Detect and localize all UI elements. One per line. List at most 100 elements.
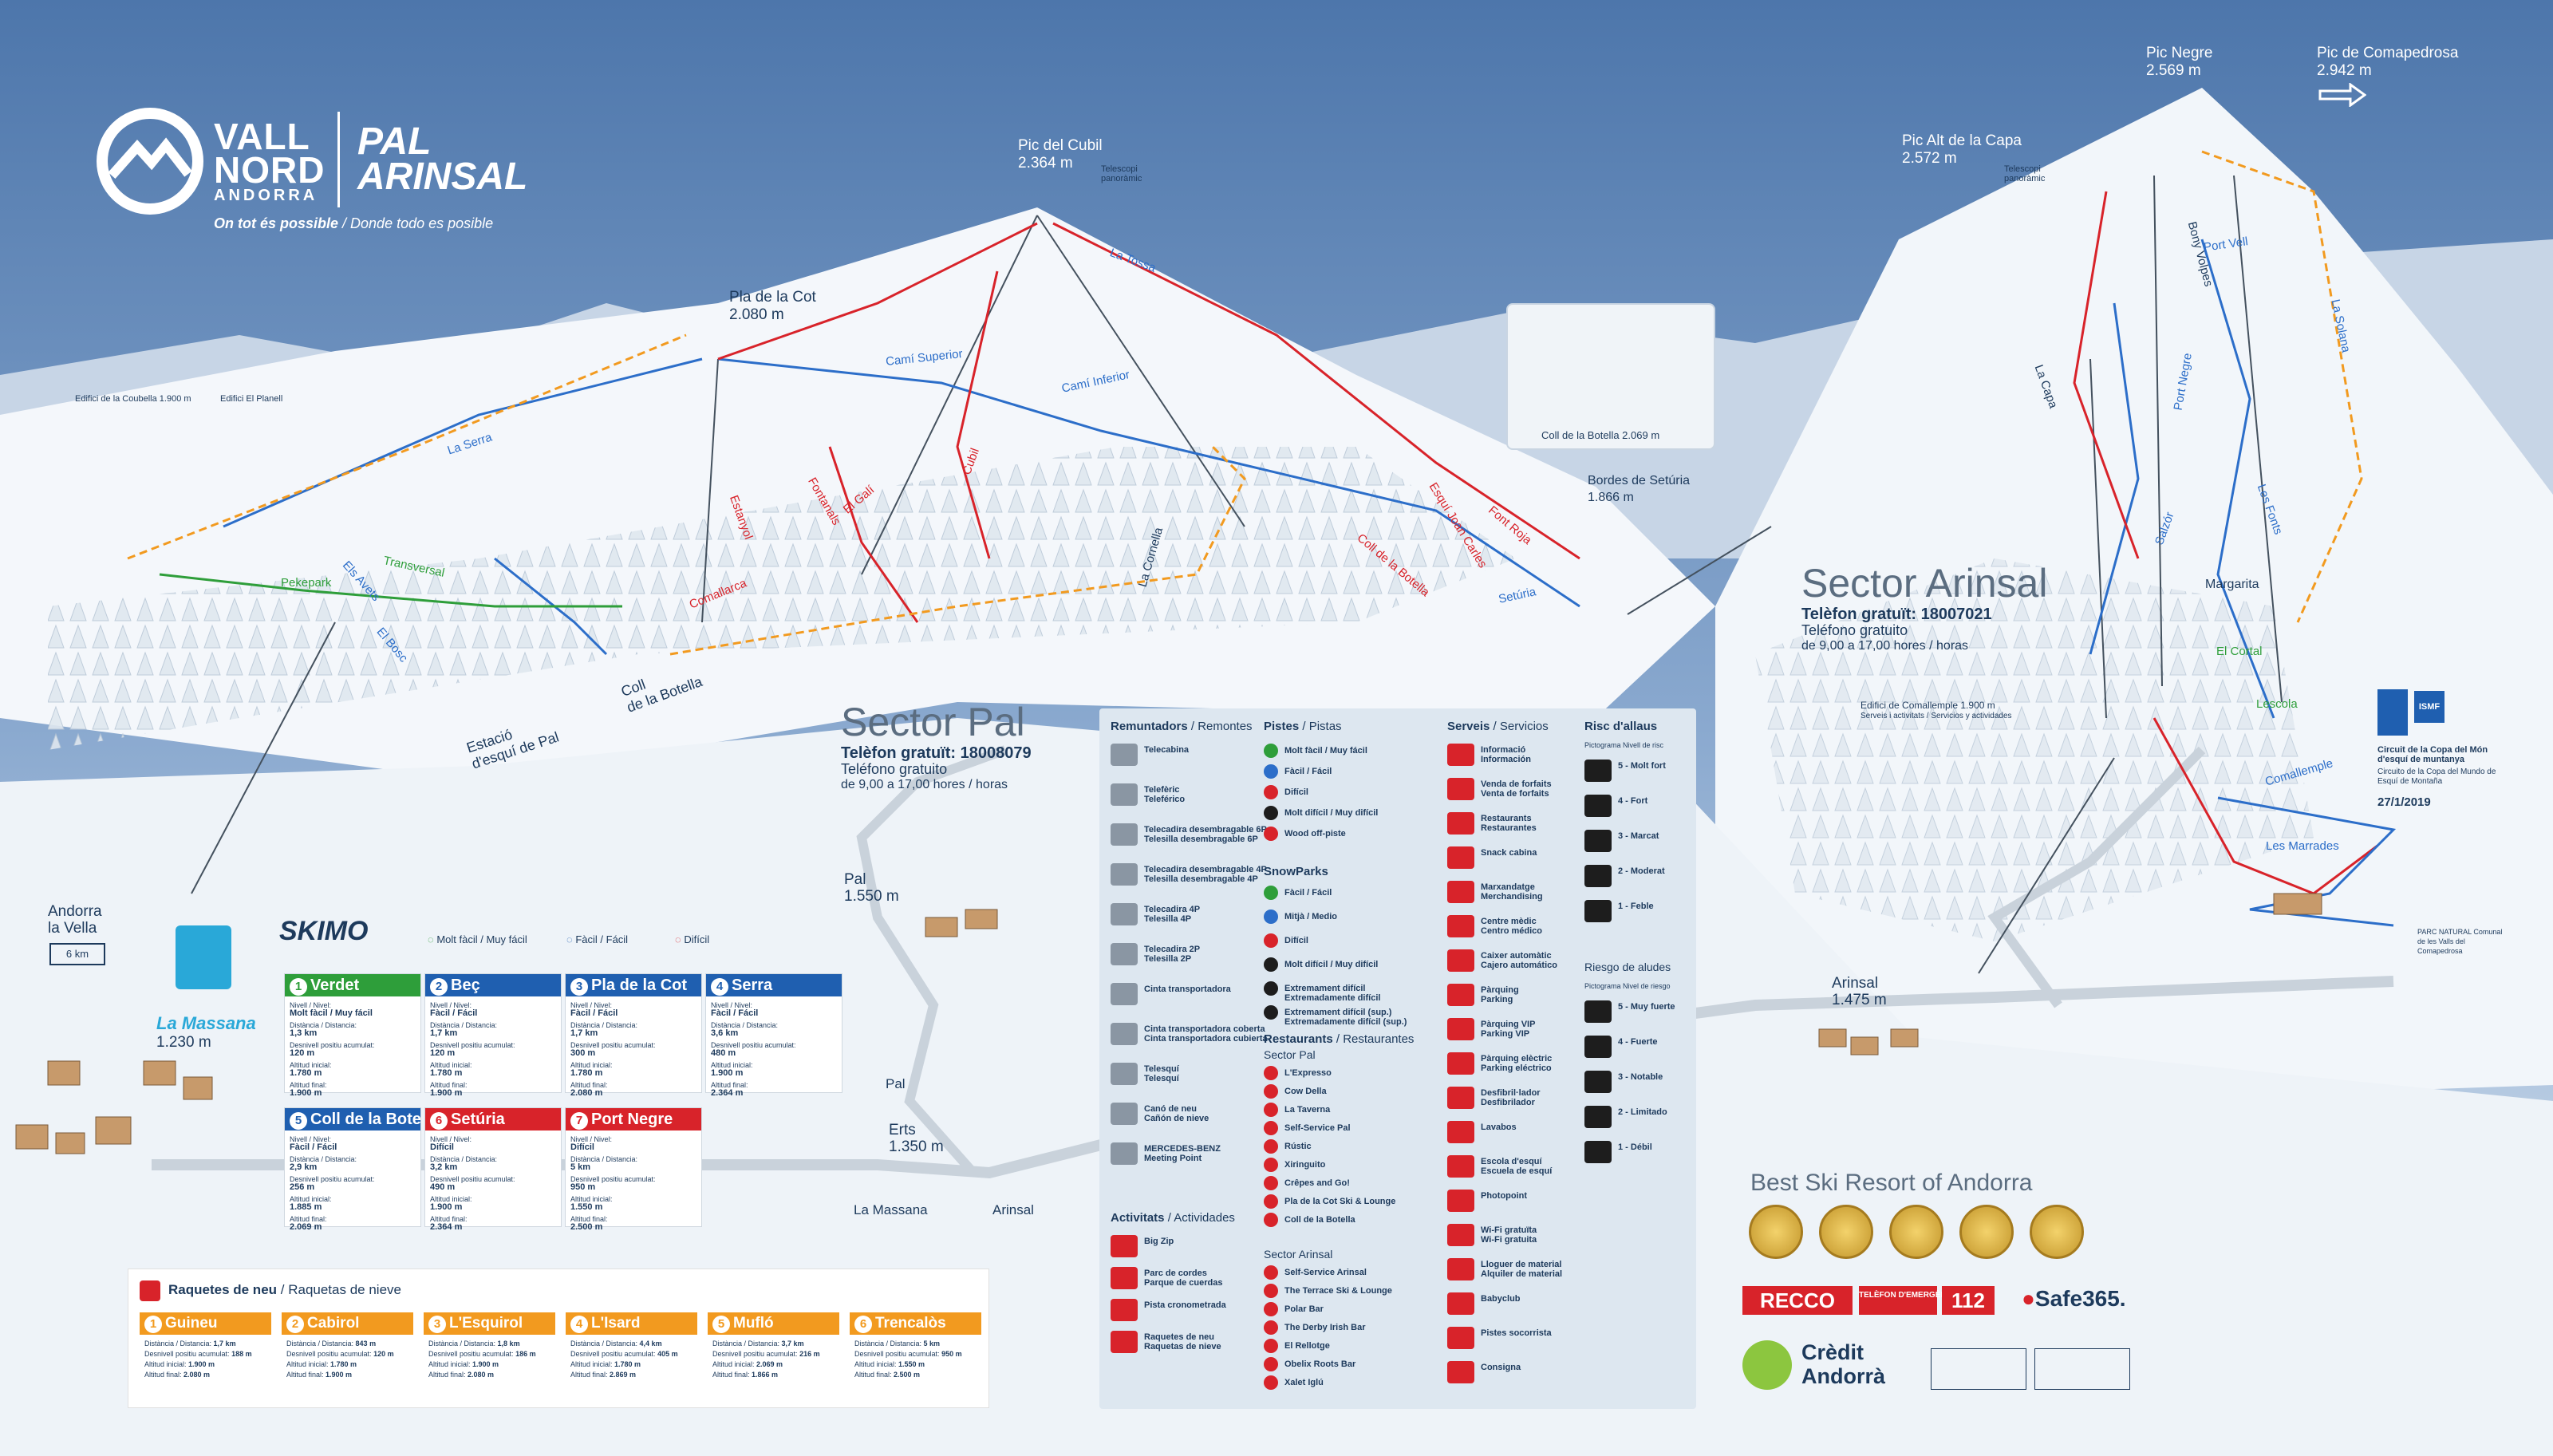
raquetes-card-row-label: Altitud inicial:: [428, 1360, 473, 1368]
raquetes-card-row-value: 1.900 m: [188, 1360, 215, 1368]
legend-item: Fàcil / Fácil: [1284, 767, 1332, 776]
skimo-card-row-value: Fàcil / Fácil: [430, 1008, 478, 1018]
legend-item: 1 - Débil: [1618, 1142, 1652, 1152]
legend-item: Self-Service Pal: [1284, 1123, 1351, 1133]
award-badge-icon: [1889, 1205, 1943, 1259]
legend-dot-icon: [1264, 1194, 1278, 1209]
raquetes-card-row-value: 2.080 m: [468, 1371, 495, 1379]
legend-icon: [1111, 783, 1138, 806]
raquetes-card-row: Altitud final: 2.080 m: [428, 1371, 550, 1379]
sector-arinsal-hours: de 9,00 a 17,00 hores / horas: [1801, 639, 1969, 653]
raquetes-card-row-value: 405 m: [657, 1350, 678, 1358]
legend-item: Consigna: [1481, 1363, 1521, 1372]
legend-item: Lavabos: [1481, 1123, 1517, 1132]
legend-item: 3 - Marcat: [1618, 831, 1659, 841]
skimo-card-row: Nivell / Nivel:Fàcil / Fácil: [570, 1001, 696, 1018]
skimo-card-row: Altitud inicial:1.900 m: [430, 1195, 556, 1212]
skimo-card-row: Desnivell positiu acumulat:120 m: [290, 1041, 416, 1058]
skimo-card-row: Altitud final:2.364 m: [430, 1215, 556, 1232]
raquetes-card-row-value: 1.780 m: [330, 1360, 357, 1368]
skimo-card-row-label: Altitud final:: [570, 1215, 608, 1223]
piste-label: Lescola: [2256, 697, 2298, 711]
raquetes-card-row-label: Desnivell positiu acumulat:: [854, 1350, 942, 1358]
raquetes-card-name: L'Esquirol: [449, 1315, 523, 1332]
skimo-card-row-value: 2.364 m: [430, 1222, 463, 1232]
raquetes-card-name: Trencalòs: [875, 1315, 946, 1332]
legend-item: Self-Service Arinsal: [1284, 1268, 1367, 1277]
legend-item: Restaurants Restaurantes: [1481, 814, 1537, 833]
legend-icon: [1111, 983, 1138, 1005]
sector-pal-block: Sector Pal Telèfon gratuït: 18008079 Tel…: [841, 699, 1032, 793]
legend-icon: [1584, 1036, 1612, 1058]
legend-icon: [1111, 744, 1138, 766]
skimo-card-row-label: Altitud inicial:: [430, 1195, 472, 1203]
skimo-card-row-value: Fàcil / Fácil: [570, 1008, 618, 1018]
raquetes-card-name: Cabirol: [307, 1315, 360, 1332]
skimo-card-row: Distància / Distancia:3,2 km: [430, 1155, 556, 1172]
edifici-planell-label: Edifici El Planell: [220, 394, 283, 404]
legend-item: Wi-Fi gratuïta Wi-Fi gratuita: [1481, 1225, 1537, 1245]
raquetes-card-row-label: Desnivell positiu acumulat:: [286, 1350, 374, 1358]
legend-item: Parc de cordes Parque de cuerdas: [1144, 1269, 1223, 1288]
raquetes-card-row-label: Distància / Distancia:: [286, 1340, 356, 1347]
skimo-card-row-value: 1.900 m: [711, 1068, 744, 1078]
skimo-card-row: Nivell / Nivel:Molt fàcil / Muy fácil: [290, 1001, 416, 1018]
legend-item: Pla de la Cot Ski & Lounge: [1284, 1197, 1396, 1206]
raquetes-card-row: Altitud inicial: 1.780 m: [570, 1360, 693, 1368]
coll-botella-building-card: Coll de la Botella 2.069 m: [1506, 303, 1715, 450]
legend-item: Polar Bar: [1284, 1304, 1324, 1314]
skimo-card-number: 5: [290, 1112, 307, 1130]
raquetes-card-row-value: 186 m: [515, 1350, 536, 1358]
raquetes-card-row-value: 2.080 m: [183, 1371, 211, 1379]
raquetes-card-row: Altitud final: 1.900 m: [286, 1371, 408, 1379]
skimo-card-row-label: Distància / Distancia:: [711, 1021, 779, 1029]
legend-dot-icon: [1264, 1357, 1278, 1371]
skimo-card-name: Coll de la Botella: [310, 1111, 420, 1128]
skimo-card-row-value: 1,7 km: [430, 1028, 458, 1038]
skimo-card-row-value: 490 m: [430, 1182, 456, 1192]
skimo-card-row-label: Distància / Distancia:: [570, 1021, 638, 1029]
legend-icon: [1447, 1327, 1474, 1349]
telescopi-label-arinsal: Telescopi panoràmic: [2004, 164, 2046, 183]
raquetes-card-row-value: 120 m: [373, 1350, 394, 1358]
raquetes-card-row-value: 1.900 m: [326, 1371, 353, 1379]
skimo-card-row: Altitud final:1.900 m: [430, 1081, 556, 1098]
raquetes-card-row: Altitud final: 2.500 m: [854, 1371, 977, 1379]
legend-dot-icon: [1264, 827, 1278, 841]
legend-item: Difícil: [1284, 787, 1308, 797]
legend-icon: [1111, 1267, 1138, 1289]
place-la-massana-alt: 1.230 m: [156, 1034, 211, 1051]
legend-icon: [1111, 943, 1138, 965]
legend-item: Telecadira 2P Telesilla 2P: [1144, 945, 1201, 964]
snowshoe-icon: [140, 1280, 160, 1301]
raquetes-card-row: Distància / Distancia: 843 m: [286, 1340, 408, 1347]
skimo-card-row-label: Distància / Distancia:: [430, 1021, 498, 1029]
legend-icon: [1447, 846, 1474, 869]
skimo-card-row: Altitud inicial:1.780 m: [430, 1061, 556, 1078]
legend-item: Telecadira desembragable 4P Telesilla de…: [1144, 865, 1267, 884]
raquetes-card-row: Altitud final: 2.080 m: [144, 1371, 266, 1379]
raquetes-card-row-label: Altitud final:: [144, 1371, 184, 1379]
legend-item: Telefèric Teleférico: [1144, 785, 1186, 804]
skimo-card-row: Altitud inicial:1.885 m: [290, 1195, 416, 1212]
skimo-card-row-value: 2.500 m: [570, 1222, 603, 1232]
best-ski-resort-title: Best Ski Resort of Andorra: [1750, 1170, 2033, 1196]
skimo-card-row: Altitud final:2.500 m: [570, 1215, 696, 1232]
legend-restaurants-title: Restaurants / Restaurantes: [1264, 1032, 1415, 1046]
award-badge-icon: [1819, 1205, 1873, 1259]
